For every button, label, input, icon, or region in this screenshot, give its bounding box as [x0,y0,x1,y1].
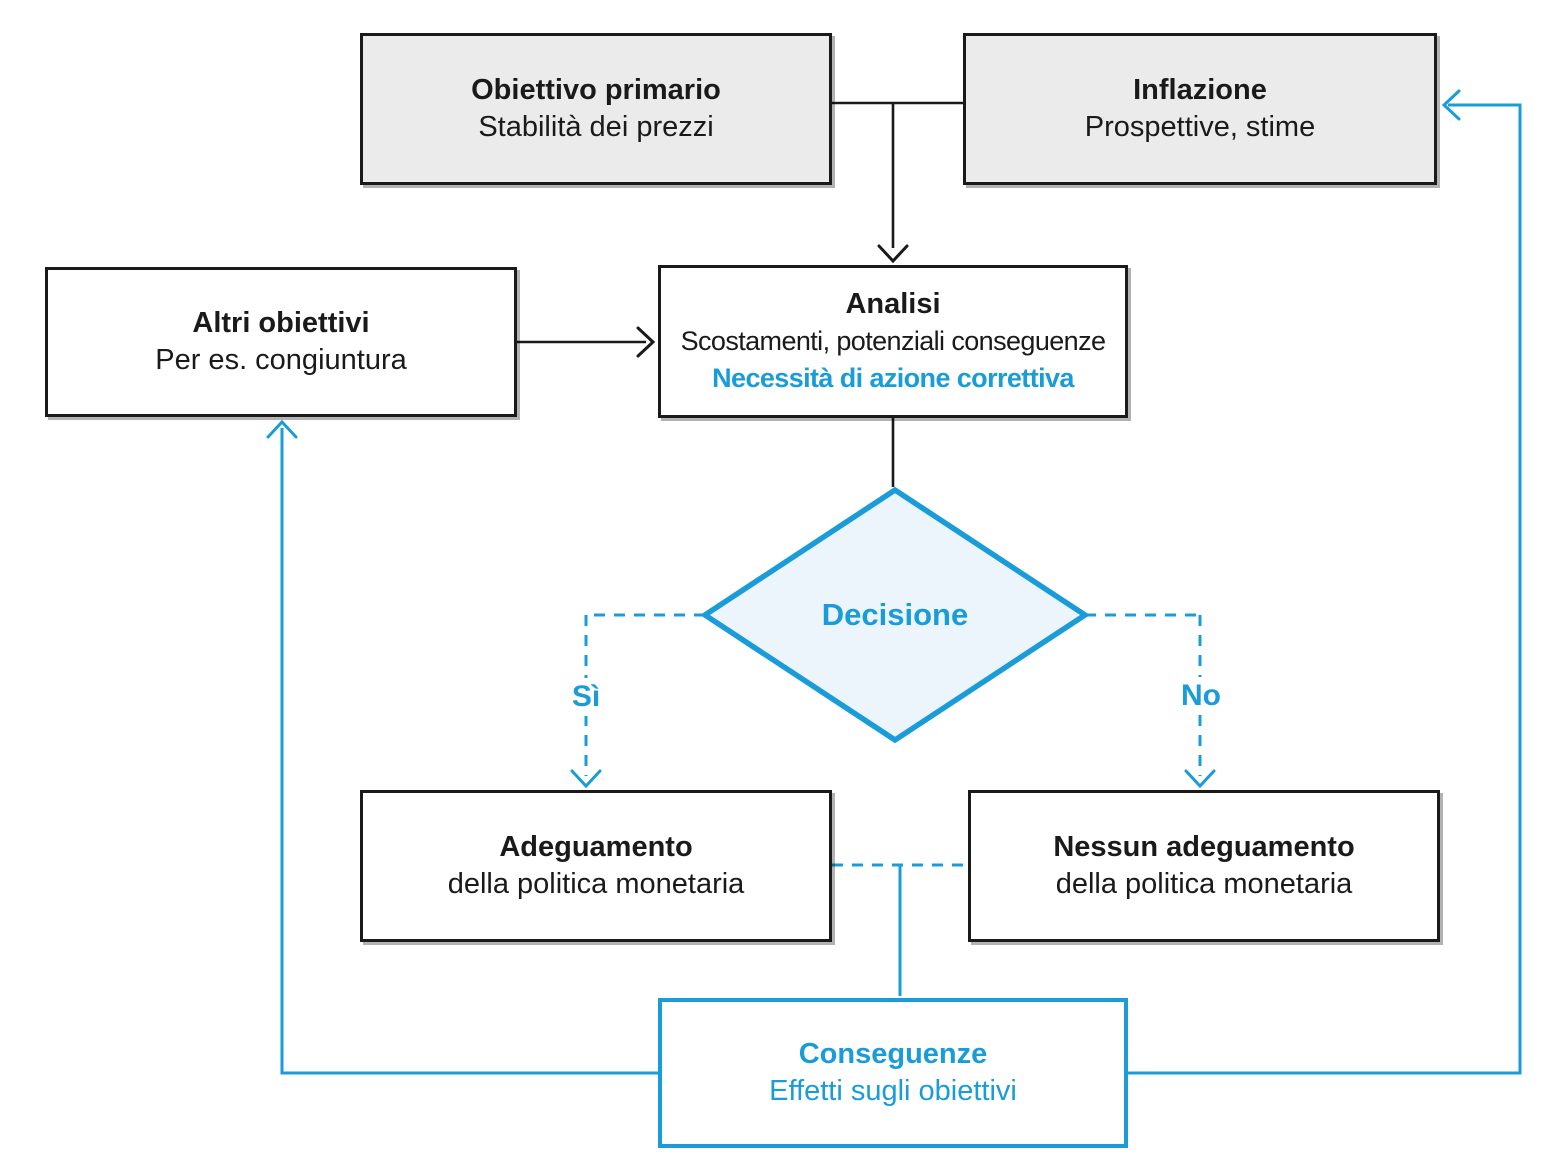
node-conseguenze: Conseguenze Effetti sugli obiettivi [658,998,1128,1148]
nessun-adeguamento-subtitle: della politica monetaria [1055,868,1353,900]
edge-label-yes: Sì [566,678,606,716]
altri-obiettivi-title: Altri obiettivi [192,307,370,339]
node-adeguamento: Adeguamento della politica monetaria [360,790,832,942]
node-obiettivo-primario: Obiettivo primario Stabilità dei prezzi [360,33,832,185]
edge-label-no: No [1176,677,1226,715]
analisi-title: Analisi [845,288,941,320]
arrowhead-into-adeguamento-icon [570,769,602,789]
analisi-highlight: Necessità di azione correttiva [712,363,1074,393]
node-analisi: Analisi Scostamenti, potenziali consegue… [658,265,1128,418]
inflazione-subtitle: Prospettive, stime [1084,111,1316,143]
node-inflazione: Inflazione Prospettive, stime [963,33,1437,185]
arrowhead-into-analisi-top-icon [877,244,909,264]
altri-obiettivi-subtitle: Per es. congiuntura [155,344,407,376]
obiettivo-primario-title: Obiettivo primario [471,74,721,106]
node-nessun-adeguamento: Nessun adeguamento della politica moneta… [968,790,1440,942]
adeguamento-title: Adeguamento [499,831,693,863]
arrowhead-into-inflazione-icon [1441,89,1461,121]
arrowhead-into-analisi-left-icon [636,326,656,358]
decision-diamond-shape [699,486,1091,744]
arrowhead-into-altri-obiettivi-icon [266,419,298,439]
obiettivo-primario-subtitle: Stabilità dei prezzi [478,111,714,143]
decisione-label: Decisione [821,597,969,632]
adeguamento-subtitle: della politica monetaria [447,868,745,900]
conseguenze-subtitle: Effetti sugli obiettivi [769,1075,1017,1107]
node-altri-obiettivi: Altri obiettivi Per es. congiuntura [45,267,517,417]
conseguenze-title: Conseguenze [798,1038,988,1070]
nessun-adeguamento-title: Nessun adeguamento [1053,831,1355,863]
edge-feedback-left-loop [280,428,658,1075]
edge-feedback-right-loop [1128,103,1522,1075]
analisi-subtitle: Scostamenti, potenziali conseguenze [680,326,1106,356]
arrowhead-into-nessun-adeguamento-icon [1184,769,1216,789]
inflazione-title: Inflazione [1133,74,1267,106]
